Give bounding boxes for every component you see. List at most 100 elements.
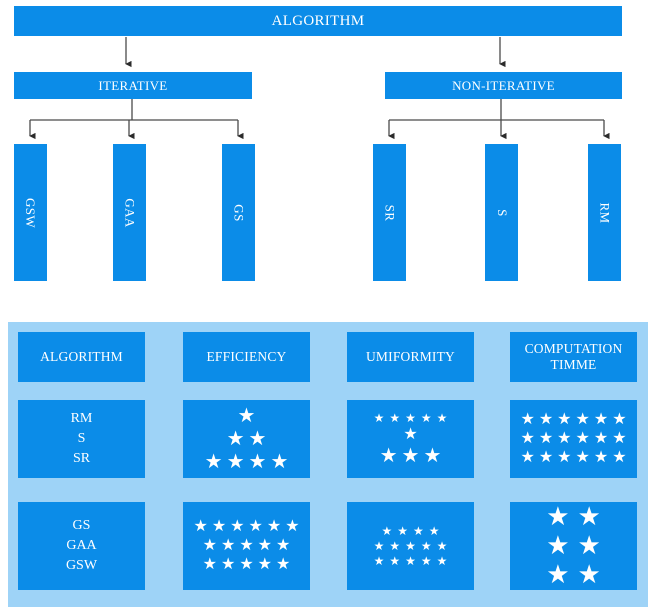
star-icon: ★ (593, 449, 609, 466)
star-icon: ★ (420, 411, 432, 425)
node-leaf-rm[interactable]: RM (588, 144, 621, 281)
star-icon: ★ (577, 531, 601, 560)
star-icon: ★ (557, 449, 572, 466)
star-icon: ★ (420, 554, 432, 568)
node-leaf-sr[interactable]: SR (373, 144, 406, 281)
star-row: ★★ (225, 429, 269, 449)
star-icon: ★ (593, 430, 609, 447)
star-icon: ★ (285, 518, 300, 535)
star-icon: ★ (405, 539, 416, 553)
star-icon: ★ (436, 411, 448, 425)
header-label: UMIFORMITY (365, 349, 455, 365)
star-icon: ★ (546, 560, 570, 589)
node-label: GS (231, 203, 247, 222)
node-label: NON-ITERATIVE (452, 77, 555, 93)
comparison-table: ALGORITHM EFFICIENCY UMIFORMITY COMPUTAT… (8, 322, 648, 607)
node-leaf-gsw[interactable]: GSW (14, 144, 47, 281)
node-non-iterative[interactable]: NON-ITERATIVE (385, 72, 622, 99)
star-row: ★ (401, 427, 419, 443)
table-header-computation-time: COMPUTATION TIMME (510, 332, 637, 382)
star-icon: ★ (248, 451, 267, 473)
algorithm-name: S (77, 430, 86, 446)
star-icon: ★ (546, 502, 570, 531)
star-row: ★★ (542, 562, 605, 588)
star-icon: ★ (420, 539, 432, 553)
star-icon: ★ (248, 518, 263, 535)
star-icon: ★ (220, 537, 236, 554)
star-icon: ★ (612, 411, 627, 428)
star-icon: ★ (520, 449, 535, 466)
star-icon: ★ (202, 556, 217, 573)
star-icon: ★ (389, 554, 401, 568)
table-header-uniformity: UMIFORMITY (347, 332, 474, 382)
star-icon: ★ (520, 430, 535, 447)
star-icon: ★ (612, 430, 627, 447)
star-icon: ★ (575, 430, 590, 447)
star-icon: ★ (276, 537, 291, 554)
algorithm-name-list: RM S SR (18, 400, 145, 478)
star-icon: ★ (397, 524, 408, 538)
star-row: ★★ (542, 533, 605, 559)
rating-uniformity: ★★★★★★★★★★★★★★ (347, 502, 474, 590)
algorithm-name: SR (72, 451, 91, 467)
node-leaf-s[interactable]: S (485, 144, 518, 281)
star-icon: ★ (577, 502, 601, 531)
rating-computation-time: ★★★★★★ (510, 502, 637, 590)
node-label: SR (382, 204, 398, 221)
star-icon: ★ (226, 451, 245, 473)
star-row: ★ (236, 406, 258, 426)
star-row: ★★★★★★ (518, 412, 628, 428)
header-label: ALGORITHM (40, 349, 123, 365)
table-header-efficiency: EFFICIENCY (183, 332, 310, 382)
star-icon: ★ (381, 524, 393, 538)
star-icon: ★ (389, 411, 401, 425)
star-icon: ★ (538, 411, 554, 428)
node-leaf-gs[interactable]: GS (222, 144, 255, 281)
star-icon: ★ (538, 430, 554, 447)
star-icon: ★ (239, 556, 254, 573)
star-icon: ★ (520, 411, 535, 428)
star-row: ★★★★★ (371, 540, 450, 552)
algorithm-name: GS (72, 517, 91, 533)
node-algorithm-root[interactable]: ALGORITHM (14, 6, 622, 36)
star-icon: ★ (266, 518, 282, 535)
star-icon: ★ (373, 411, 385, 425)
star-icon: ★ (405, 411, 416, 425)
star-icon: ★ (575, 411, 590, 428)
star-row: ★★★★ (379, 525, 442, 537)
star-icon: ★ (239, 537, 254, 554)
star-row: ★★★★★ (201, 538, 293, 554)
star-icon: ★ (557, 411, 572, 428)
star-rating: ★★★★★★★★★★★★★★★★ (183, 502, 310, 590)
node-label: RM (597, 201, 613, 224)
star-icon: ★ (204, 451, 223, 473)
star-icon: ★ (379, 445, 398, 467)
star-icon: ★ (373, 554, 385, 568)
node-label: GAA (122, 197, 138, 228)
header-label: COMPUTATION TIMME (524, 341, 623, 372)
star-row: ★★★★★★ (191, 519, 301, 535)
star-rating: ★★★★★★★★★★★★★★★★★★ (510, 400, 637, 478)
star-icon: ★ (405, 554, 416, 568)
star-row: ★★★★★ (201, 557, 293, 573)
star-icon: ★ (577, 560, 601, 589)
node-leaf-gaa[interactable]: GAA (113, 144, 146, 281)
algorithm-name: GAA (66, 537, 97, 553)
rating-uniformity: ★★★★★★★★★ (347, 400, 474, 478)
node-label: ITERATIVE (98, 77, 168, 93)
star-rating: ★★★★★★ (510, 502, 637, 590)
star-icon: ★ (373, 539, 385, 553)
star-icon: ★ (226, 428, 245, 450)
node-iterative[interactable]: ITERATIVE (14, 72, 252, 99)
star-icon: ★ (202, 537, 217, 554)
rating-computation-time: ★★★★★★★★★★★★★★★★★★ (510, 400, 637, 478)
star-row: ★★★★ (203, 452, 291, 472)
star-icon: ★ (403, 426, 418, 443)
star-icon: ★ (436, 539, 448, 553)
star-icon: ★ (230, 518, 245, 535)
rating-efficiency: ★★★★★★★ (183, 400, 310, 478)
node-label: S (494, 208, 510, 217)
algorithm-name: RM (70, 410, 93, 426)
star-icon: ★ (612, 449, 627, 466)
